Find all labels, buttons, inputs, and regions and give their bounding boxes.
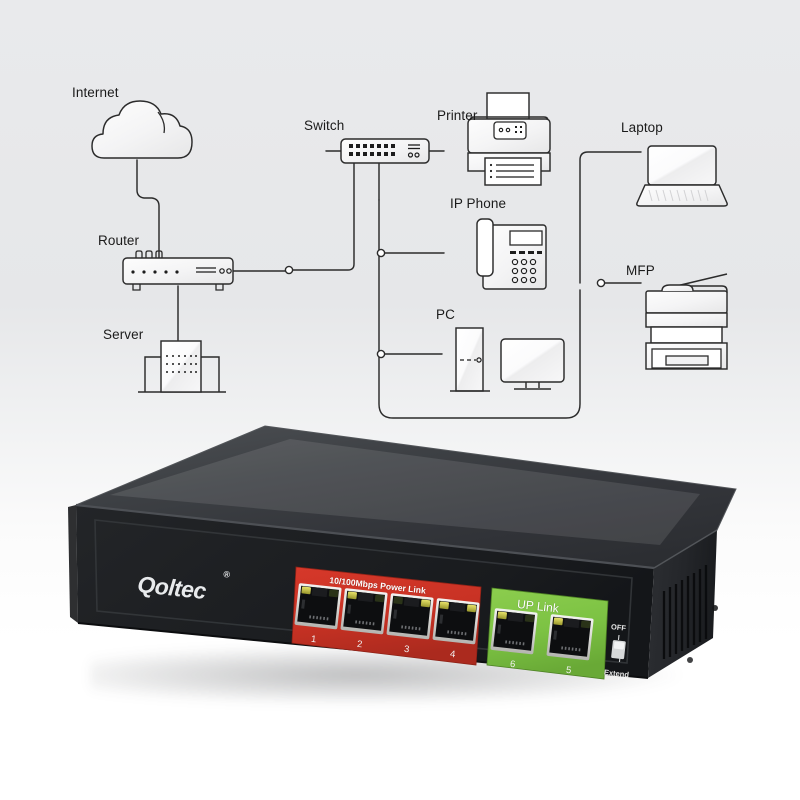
cloud-icon: [91, 100, 193, 159]
qoltec-poe-switch: Qoltec ® 10/100Mbps Power Link UP Link: [0, 395, 800, 800]
label-mfp: MFP: [626, 263, 655, 278]
label-printer: Printer: [437, 108, 478, 123]
mfp-icon: [645, 273, 728, 370]
ip-phone-icon: [476, 218, 547, 290]
extend-mode-switch[interactable]: OFF Extend: [605, 623, 634, 682]
brand-trademark: ®: [222, 569, 231, 580]
toggle-label-off: OFF: [610, 622, 627, 633]
rj45-port-2[interactable]: [340, 588, 388, 635]
label-pc: PC: [436, 307, 455, 322]
label-ip-phone: IP Phone: [450, 196, 507, 211]
server-icon: [138, 340, 226, 393]
label-laptop: Laptop: [621, 120, 663, 135]
laptop-icon: [636, 145, 728, 207]
topology-links: [136, 146, 642, 419]
rj45-port-1[interactable]: [294, 583, 342, 630]
router-icon: [122, 250, 234, 291]
rj45-port-6[interactable]: [490, 608, 538, 655]
chassis-right-side: [648, 529, 718, 678]
label-internet: Internet: [72, 85, 119, 100]
label-router: Router: [98, 233, 140, 248]
printer-icon: [467, 92, 551, 186]
rj45-port-3[interactable]: [386, 593, 434, 640]
switch-photo-svg: Qoltec ® 10/100Mbps Power Link UP Link: [68, 425, 737, 682]
rj45-port-4[interactable]: [432, 598, 480, 645]
rj45-ports-uplink: [490, 608, 594, 661]
side-vents: [662, 565, 708, 659]
label-server: Server: [103, 327, 144, 342]
label-switch: Switch: [304, 118, 345, 133]
topology-svg: [91, 92, 728, 419]
switch-icon: [340, 138, 430, 164]
rj45-ports-poe: [294, 583, 480, 645]
topology-junctions: [284, 248, 606, 359]
rj45-port-5[interactable]: [546, 614, 594, 661]
front-plate-recess: [94, 519, 633, 664]
pc-icon: [450, 327, 565, 392]
chassis-left-edge: [68, 505, 78, 623]
network-topology-diagram: Internet Switch Printer Laptop Router IP…: [72, 85, 728, 419]
